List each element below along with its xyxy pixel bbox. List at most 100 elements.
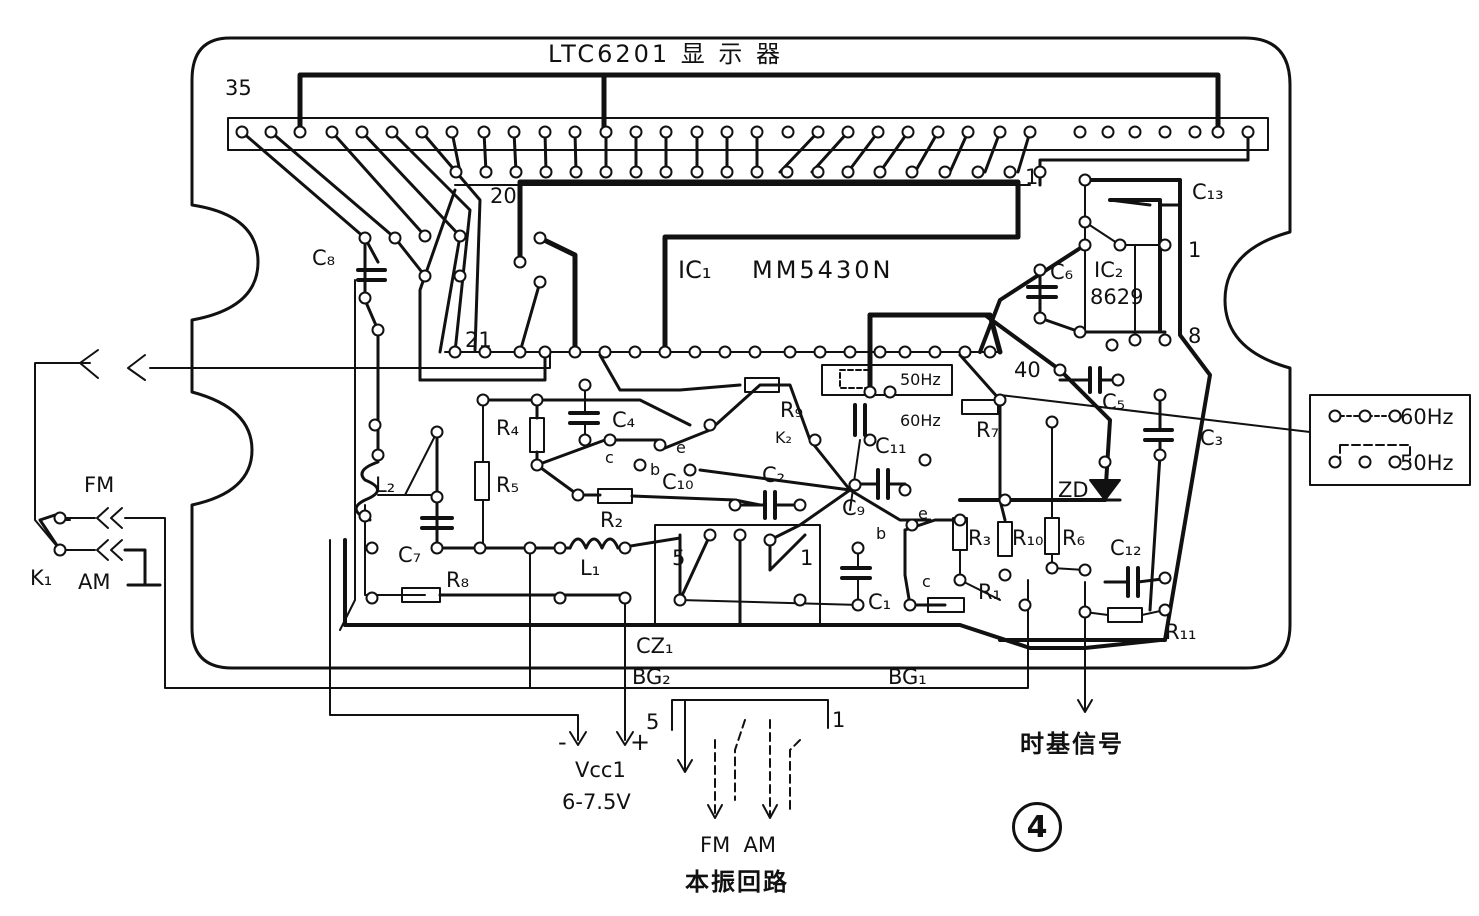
solder-pad xyxy=(873,345,887,359)
solder-pad xyxy=(690,165,704,179)
solder-pad xyxy=(578,433,592,447)
solder-pad xyxy=(418,269,432,283)
solder-pad xyxy=(1388,409,1402,423)
solder-pad xyxy=(898,483,912,497)
solder-pad xyxy=(871,125,885,139)
solder-pad xyxy=(473,541,487,555)
c7-label: C₇ xyxy=(398,543,422,567)
solder-pad xyxy=(628,345,642,359)
solder-pad xyxy=(748,345,762,359)
freq-box-60hz: 60Hz xyxy=(1400,405,1454,429)
freq-60hz-label: 60Hz xyxy=(900,411,941,430)
r10-label: R₁₀ xyxy=(1012,526,1044,550)
solder-pad xyxy=(509,165,523,179)
r6-label: R₆ xyxy=(1062,526,1086,550)
solder-pad xyxy=(533,275,547,289)
pin-c-label-1: c xyxy=(605,448,614,467)
solder-pad xyxy=(1045,415,1059,429)
solder-pad xyxy=(1158,603,1172,617)
solder-pad xyxy=(905,518,919,532)
solder-pad xyxy=(688,345,702,359)
r2-label: R₂ xyxy=(600,508,624,532)
solder-pad xyxy=(1388,455,1402,469)
solder-pad xyxy=(530,458,544,472)
solder-pad xyxy=(1078,215,1092,229)
solder-pad xyxy=(998,568,1012,582)
solder-pad xyxy=(523,541,537,555)
solder-pad xyxy=(1033,311,1047,325)
solder-pad xyxy=(553,541,567,555)
board-outline xyxy=(190,36,1292,670)
solder-pad xyxy=(783,345,797,359)
solder-pad xyxy=(358,231,372,245)
solder-pad xyxy=(958,345,972,359)
solder-pad xyxy=(1328,409,1342,423)
solder-pad xyxy=(453,229,467,243)
solder-pad xyxy=(813,345,827,359)
osc-circuit-label: 本振回路 xyxy=(685,868,789,896)
ic2-part: 8629 xyxy=(1090,285,1144,309)
solder-pad xyxy=(479,165,493,179)
solder-pad xyxy=(931,125,945,139)
k2-label: K₂ xyxy=(775,428,792,447)
solder-pad xyxy=(1078,563,1092,577)
cz1-label: CZ₁ xyxy=(636,634,674,658)
solder-pad xyxy=(843,345,857,359)
solder-pad xyxy=(983,345,997,359)
solder-pad xyxy=(883,385,897,399)
solder-pad xyxy=(1158,333,1172,347)
solder-pad xyxy=(928,345,942,359)
solder-pad xyxy=(1003,165,1017,179)
solder-pad xyxy=(618,541,632,555)
pin-e-label-2: e xyxy=(918,504,928,523)
vcc-minus: - xyxy=(558,728,567,756)
solder-pad xyxy=(538,345,552,359)
solder-pad xyxy=(1098,455,1112,469)
c5-label: C₅ xyxy=(1102,390,1126,414)
solder-pad xyxy=(901,125,915,139)
ic2-pin1-label: 1 xyxy=(1188,238,1202,262)
solder-pad xyxy=(1328,455,1342,469)
osc-fm-am: FM AM xyxy=(700,833,777,857)
pin-40-label: 40 xyxy=(1014,358,1041,382)
solder-pad xyxy=(1023,125,1037,139)
bg1-label: BG₁ xyxy=(888,665,927,689)
solder-pad xyxy=(507,125,521,139)
solder-pad xyxy=(993,393,1007,407)
solder-pad xyxy=(851,598,865,612)
solder-pad xyxy=(1053,363,1067,377)
solder-pad xyxy=(1111,373,1125,387)
solder-pad xyxy=(1078,605,1092,619)
solder-pad xyxy=(1033,165,1047,179)
solder-pad xyxy=(1128,125,1142,139)
solder-pad xyxy=(848,478,862,492)
solder-pad xyxy=(971,165,985,179)
solder-pad xyxy=(863,433,877,447)
solder-pad xyxy=(851,541,865,555)
c4-label: C₄ xyxy=(612,408,636,432)
c13-label: C₁₃ xyxy=(1192,180,1224,204)
solder-pad xyxy=(1358,455,1372,469)
solder-pad xyxy=(918,453,932,467)
solder-pad xyxy=(538,125,552,139)
zd-label: ZD xyxy=(1058,478,1089,502)
solder-pad xyxy=(1105,338,1119,352)
solder-pad xyxy=(793,593,807,607)
solder-pad xyxy=(568,345,582,359)
display-connector xyxy=(227,117,1269,151)
solder-pad xyxy=(358,509,372,523)
pin-b-label-2: b xyxy=(876,524,887,543)
freq-box-50hz: 50Hz xyxy=(1400,451,1454,475)
solder-pad xyxy=(430,541,444,555)
solder-pad xyxy=(629,125,643,139)
solder-pad xyxy=(448,345,462,359)
pin-1-label: 1 xyxy=(1025,165,1039,189)
solder-pad xyxy=(793,498,807,512)
solder-pad xyxy=(998,493,1012,507)
solder-pad xyxy=(235,125,249,139)
solder-pad xyxy=(1018,598,1032,612)
solder-pad xyxy=(1078,238,1092,252)
c12-label: C₁₂ xyxy=(1110,536,1142,560)
